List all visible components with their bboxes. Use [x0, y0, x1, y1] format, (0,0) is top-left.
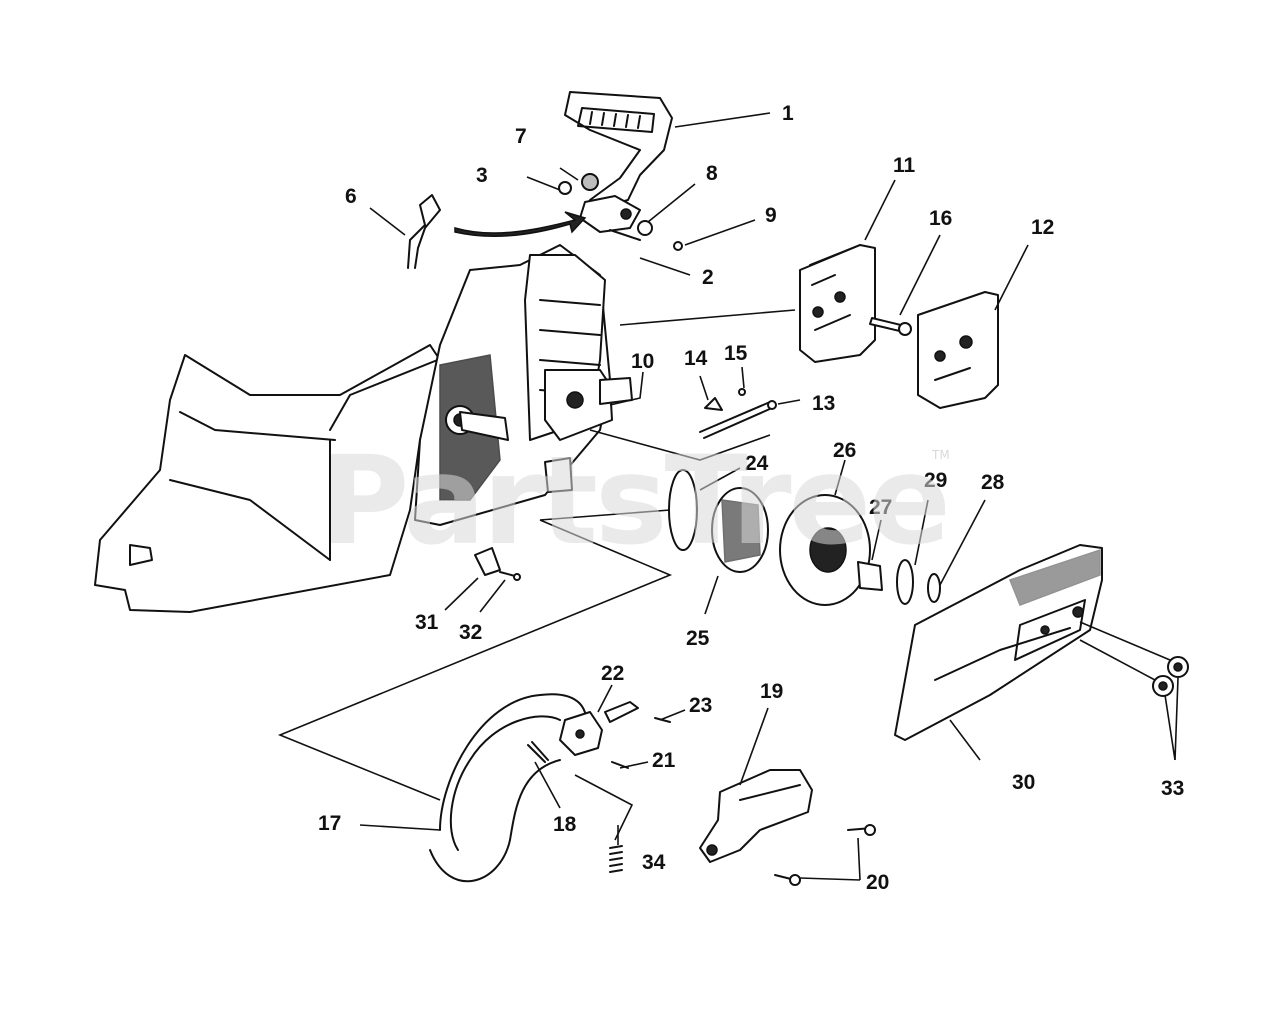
label-6: 6 — [345, 185, 357, 208]
saw-housing — [94, 244, 633, 613]
guide-plates — [799, 244, 999, 409]
label-24: 24 — [745, 452, 769, 475]
label-34: 34 — [642, 851, 666, 874]
label-30: 30 — [1012, 771, 1035, 794]
label-19: 19 — [760, 680, 783, 703]
label-14: 14 — [684, 347, 708, 370]
watermark-trademark: TM — [932, 448, 950, 462]
label-10: 10 — [631, 350, 654, 373]
label-3: 3 — [476, 164, 488, 187]
part-1-brake-handle — [564, 91, 673, 233]
brake-band-assembly — [429, 693, 671, 883]
label-17: 17 — [318, 812, 341, 835]
label-11: 11 — [893, 154, 916, 177]
part-13-14-15 — [699, 388, 777, 439]
label-27: 27 — [869, 496, 892, 519]
label-33: 33 — [1161, 777, 1184, 800]
label-25: 25 — [686, 627, 710, 650]
leader-lines — [277, 112, 1179, 881]
label-22: 22 — [601, 662, 624, 685]
label-32: 32 — [459, 621, 482, 644]
label-23: 23 — [689, 694, 712, 717]
part-6-spring — [407, 194, 587, 269]
label-2: 2 — [702, 266, 714, 289]
label-28: 28 — [981, 471, 1005, 494]
clutch-assembly — [668, 469, 941, 606]
label-7: 7 — [515, 125, 527, 148]
part-30-chain-cover — [894, 544, 1103, 741]
label-8: 8 — [706, 162, 718, 185]
label-26: 26 — [833, 439, 856, 462]
label-9: 9 — [765, 204, 777, 227]
label-18: 18 — [553, 813, 577, 836]
part-33-nuts — [1152, 656, 1189, 697]
label-12: 12 — [1031, 216, 1054, 239]
label-1: 1 — [782, 102, 794, 125]
label-29: 29 — [924, 469, 947, 492]
part-31-32 — [474, 547, 521, 581]
small-hardware — [558, 173, 683, 251]
label-21: 21 — [652, 749, 676, 772]
label-20: 20 — [866, 871, 889, 894]
label-31: 31 — [415, 611, 439, 634]
part-19-chain-catcher — [699, 769, 876, 886]
part-labels: 1 2 3 6 7 8 9 10 11 12 13 14 15 16 17 18… — [318, 102, 1184, 894]
label-13: 13 — [812, 392, 835, 415]
label-16: 16 — [929, 207, 952, 230]
label-15: 15 — [724, 342, 748, 365]
